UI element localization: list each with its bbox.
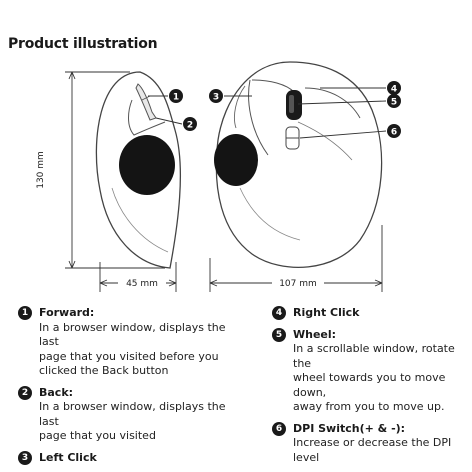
svg-text:4: 4: [391, 85, 397, 95]
callout-4: 4: [387, 81, 401, 95]
legend-label: Forward:: [39, 306, 95, 319]
callout-leaders: [148, 87, 387, 139]
legend-desc-line: In a browser window, displays the last: [39, 320, 226, 349]
legend-badge: 2: [18, 385, 32, 400]
side-width-label: 45 mm: [126, 279, 158, 289]
svg-text:6: 6: [391, 128, 397, 138]
legend-badge: 5: [272, 327, 286, 342]
svg-text:2: 2: [187, 121, 193, 131]
legend-right: 4 Right Click 5 Wheel: In a scrollable w…: [272, 306, 468, 472]
side-trackball: [119, 135, 175, 195]
legend-desc-line: Increase or decrease the DPI level: [293, 436, 452, 464]
legend-badge: 3: [18, 450, 32, 465]
front-trackball: [214, 134, 258, 186]
legend-item-left-click: 3 Left Click: [18, 450, 248, 466]
callout-2: 2: [183, 117, 197, 131]
legend-desc-line: clicked the Back button: [39, 364, 169, 377]
height-dimension: [65, 71, 165, 269]
legend-label: Back:: [39, 385, 74, 399]
legend-item-forward: 1 Forward: In a browser window, displays…: [18, 306, 248, 379]
legend-item-dpi-switch: 6 DPI Switch(+ & -): Increase or decreas…: [272, 421, 468, 466]
legend-item-wheel: 5 Wheel: In a scrollable window, rotate …: [272, 327, 468, 415]
legend-left: 1 Forward: In a browser window, displays…: [18, 306, 248, 472]
legend-badge: 4: [272, 306, 286, 320]
legend-desc-line: page that you visited before you: [39, 349, 219, 363]
legend-badge: 1: [18, 306, 32, 320]
side-view-mouse: [95, 71, 182, 269]
front-view-mouse: [214, 61, 383, 269]
callout-1: 1: [169, 89, 183, 103]
callout-6: 6: [387, 124, 401, 138]
legend-item-right-click: 4 Right Click: [272, 306, 468, 321]
legend-label: Wheel:: [293, 327, 337, 341]
legend-desc-line: In a browser window, displays the last: [39, 400, 226, 428]
height-label: 130 mm: [36, 151, 46, 189]
callout-3: 3: [209, 89, 223, 103]
legend-desc-line: away from you to move up.: [293, 400, 445, 413]
legend-label: Right Click: [293, 306, 360, 319]
legend-desc-line: page that you visited: [39, 429, 156, 442]
legend-desc-line: wheel towards you to move down,: [293, 371, 446, 399]
callout-5: 5: [387, 94, 401, 108]
svg-text:3: 3: [213, 93, 219, 103]
legend-desc-line: In a scrollable window, rotate the: [293, 342, 455, 370]
legend-label: Left Click: [39, 450, 97, 464]
svg-text:1: 1: [173, 93, 179, 103]
legend-label: DPI Switch(+ & -):: [293, 421, 406, 435]
page-title: Product illustration: [8, 36, 158, 52]
legend-badge: 6: [272, 421, 286, 436]
front-width-label: 107 mm: [279, 279, 317, 289]
svg-text:5: 5: [391, 98, 397, 108]
legend-item-back: 2 Back: In a browser window, displays th…: [18, 385, 248, 444]
